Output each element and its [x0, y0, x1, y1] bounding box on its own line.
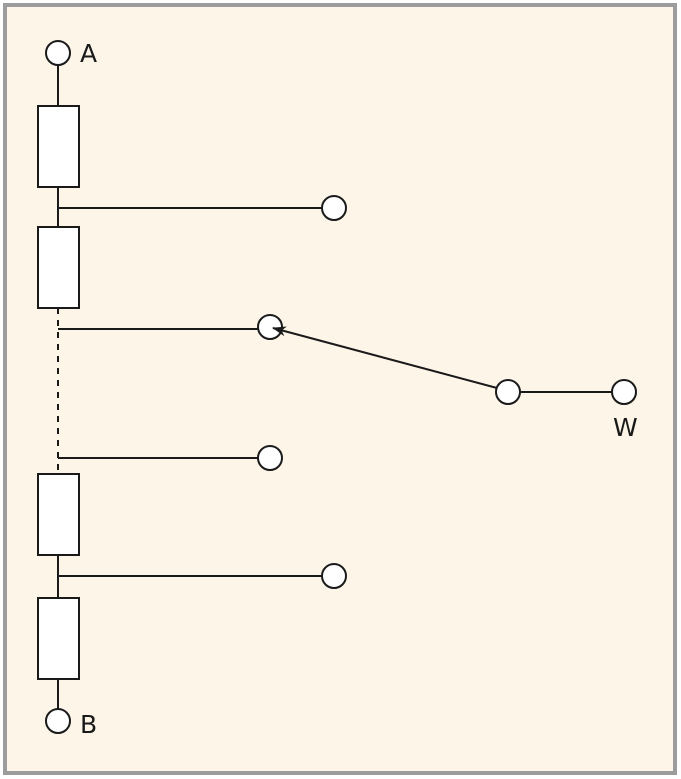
label-w: W [613, 413, 638, 442]
terminal-a [45, 40, 71, 66]
wiper-pivot-terminal [495, 379, 521, 405]
wiper-arm [272, 326, 498, 389]
tap-terminal-2 [257, 314, 283, 340]
label-a: A [80, 39, 97, 68]
resistor-4 [37, 597, 80, 680]
terminal-w [611, 379, 637, 405]
resistor-1 [37, 105, 80, 188]
label-b: B [80, 710, 97, 739]
tap-terminal-3 [257, 445, 283, 471]
tap-terminal-4 [321, 563, 347, 589]
tap-terminal-1 [321, 195, 347, 221]
diagram-background [3, 3, 677, 775]
resistor-3 [37, 473, 80, 556]
resistor-2 [37, 226, 80, 309]
terminal-b [45, 708, 71, 734]
